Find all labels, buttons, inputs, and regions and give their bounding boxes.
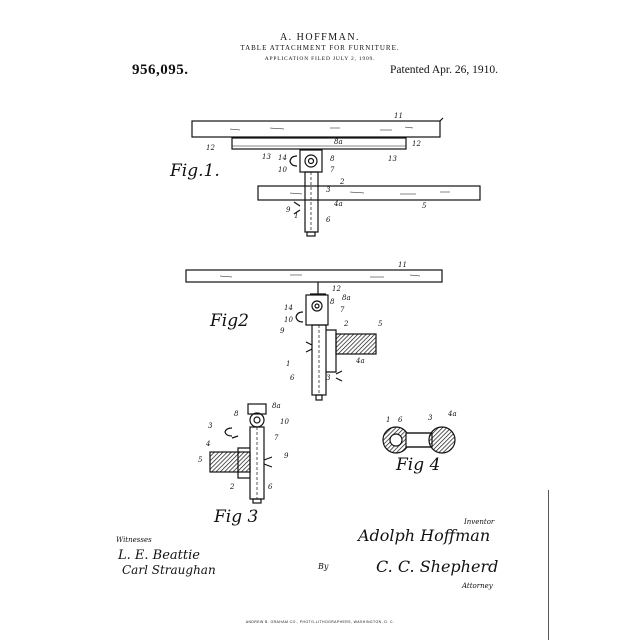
fig1-ref-12-left: 12 (206, 144, 215, 152)
fig1-ref-5: 5 (422, 202, 427, 210)
fig3-ref-9: 9 (284, 452, 289, 460)
fig2-ref-7: 7 (340, 306, 345, 314)
fig1-ref-2: 2 (340, 178, 345, 186)
figure-2-label: Fig2 (209, 311, 249, 331)
fig4-ref-4a: 4a (448, 410, 457, 418)
fig2-ref-3: 3 (326, 374, 331, 382)
fig2-ref-9: 9 (280, 327, 285, 335)
fig4-ref-1: 1 (386, 416, 391, 424)
figure-2-drawing (185, 269, 443, 401)
fig3-ref-7: 7 (274, 434, 279, 442)
fig1-ref-12-right: 12 (412, 140, 421, 148)
figure-1-label: Fig.1. (169, 161, 220, 181)
fig1-ref-13-left: 13 (262, 153, 271, 161)
figure-3-drawing (209, 403, 273, 504)
inventor-header: A. HOFFMAN. (279, 32, 361, 43)
fig2-ref-8a: 8a (342, 294, 351, 302)
fig1-ref-10: 10 (278, 166, 287, 174)
fig1-ref-14: 14 (278, 154, 287, 162)
figure-4-drawing (382, 426, 456, 454)
fig2-ref-10: 10 (284, 316, 293, 324)
fig3-ref-10: 10 (280, 418, 289, 426)
scan-edge-line (548, 490, 549, 640)
fig3-ref-5: 5 (198, 456, 203, 464)
fig2-ref-14: 14 (284, 304, 293, 312)
witness-1-signature: L. E. Beattie (118, 548, 200, 563)
witnesses-heading: Witnesses (116, 536, 152, 544)
by-label: By (318, 562, 329, 571)
witness-2-signature: Carl Straughan (122, 563, 216, 577)
fig1-ref-1: 1 (294, 212, 299, 220)
fig2-ref-8: 8 (330, 298, 335, 306)
fig4-ref-3: 3 (428, 414, 433, 422)
fig1-ref-11: 11 (394, 112, 403, 120)
figure-1-drawing (191, 117, 481, 237)
attorney-signature: C. C. Shepherd (376, 557, 499, 576)
fig3-ref-6: 6 (268, 483, 273, 491)
printer-credit: ANDREW B. GRAHAM CO., PHOTO-LITHOGRAPHER… (245, 620, 395, 624)
fig2-ref-11: 11 (398, 261, 407, 269)
inventor-heading: Inventor (464, 518, 495, 526)
inventor-signature: Adolph Hoffman (358, 526, 491, 545)
fig2-ref-12: 12 (332, 285, 341, 293)
fig3-ref-2: 2 (230, 483, 235, 491)
fig1-ref-6: 6 (326, 216, 331, 224)
fig4-ref-6: 6 (398, 416, 403, 424)
fig1-ref-7: 7 (330, 166, 335, 174)
fig1-ref-13-right: 13 (388, 155, 397, 163)
fig2-ref-5: 5 (378, 320, 383, 328)
attorney-heading: Attorney (462, 582, 493, 590)
fig1-ref-4a: 4a (334, 200, 343, 208)
fig3-ref-8: 8 (234, 410, 239, 418)
fig3-ref-8a: 8a (272, 402, 281, 410)
patent-number: 956,095. (132, 62, 189, 78)
patent-title: TABLE ATTACHMENT FOR FURNITURE. (240, 44, 400, 52)
filing-date: APPLICATION FILED JULY 2, 1909. (264, 56, 376, 62)
fig3-ref-4: 4 (206, 440, 211, 448)
fig2-ref-2: 2 (344, 320, 349, 328)
fig1-ref-8a: 8a (334, 138, 343, 146)
patent-date: Patented Apr. 26, 1910. (390, 64, 498, 76)
figure-4-label: Fig 4 (395, 455, 440, 475)
fig2-ref-6: 6 (290, 374, 295, 382)
figure-3-label: Fig 3 (213, 507, 258, 527)
fig2-ref-1: 1 (286, 360, 291, 368)
fig1-ref-3: 3 (326, 186, 331, 194)
fig1-ref-8: 8 (330, 155, 335, 163)
fig3-ref-3: 3 (208, 422, 213, 430)
fig1-ref-9: 9 (286, 206, 291, 214)
fig2-ref-4a: 4a (356, 357, 365, 365)
